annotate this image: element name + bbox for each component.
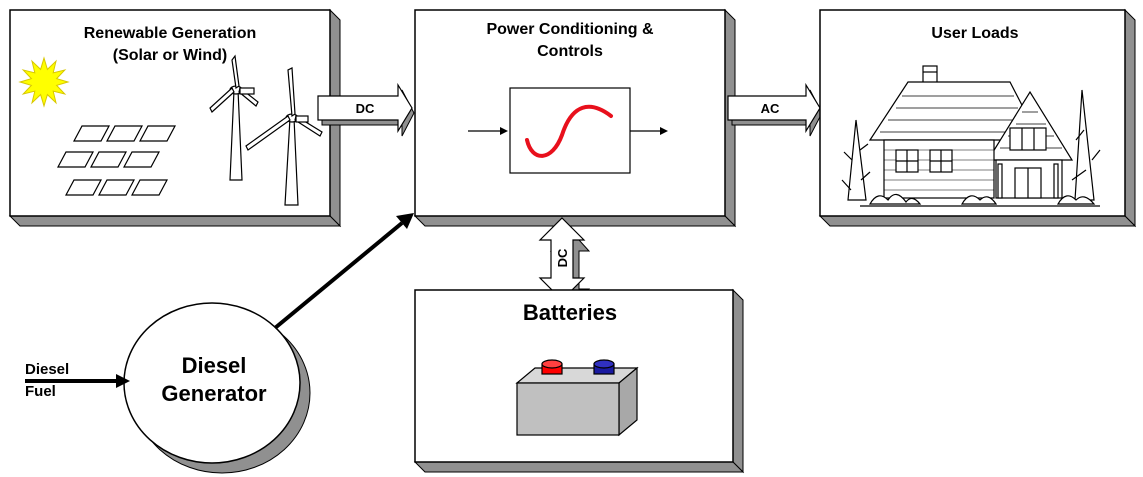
fuel-arrow-head: [116, 374, 130, 388]
ac-arrow: AC: [727, 82, 823, 137]
dc-label-batteries: DC: [555, 248, 570, 267]
sun-icon: [18, 56, 70, 108]
diesel-fuel-input: Diesel Fuel: [25, 361, 130, 400]
power-conditioning-box: Power Conditioning & Controls: [413, 8, 737, 228]
solar-panel-icon: [57, 125, 176, 196]
fuel-label-line2: Fuel: [25, 383, 56, 400]
battery-icon: [515, 359, 639, 437]
renewable-generation-box: Renewable Generation (Solar or Wind): [8, 8, 342, 228]
generator-label-line2: Generator: [161, 381, 267, 406]
ac-label: AC: [761, 101, 780, 116]
house-icon: [841, 65, 1101, 207]
sine-wave-icon: [468, 87, 668, 174]
power-title-line2: Controls: [537, 43, 603, 60]
fuel-label-line1: Diesel: [25, 361, 69, 378]
generator-label-line1: Diesel: [182, 353, 247, 378]
dc-label-renewable: DC: [356, 101, 375, 116]
diesel-generator: Diesel Generator: [123, 302, 311, 474]
batteries-box: Batteries: [413, 288, 745, 474]
power-title-line1: Power Conditioning &: [486, 21, 654, 38]
dc-arrow-renewable: DC: [317, 82, 415, 137]
user-loads-title: User Loads: [931, 25, 1018, 42]
batteries-title: Batteries: [523, 300, 617, 325]
renewable-title-line1: Renewable Generation: [84, 25, 257, 42]
renewable-title-line2: (Solar or Wind): [113, 47, 228, 64]
wind-turbine-icon: [209, 54, 323, 206]
user-loads-box: User Loads: [818, 8, 1137, 228]
generator-to-power-arrow: [273, 213, 414, 330]
